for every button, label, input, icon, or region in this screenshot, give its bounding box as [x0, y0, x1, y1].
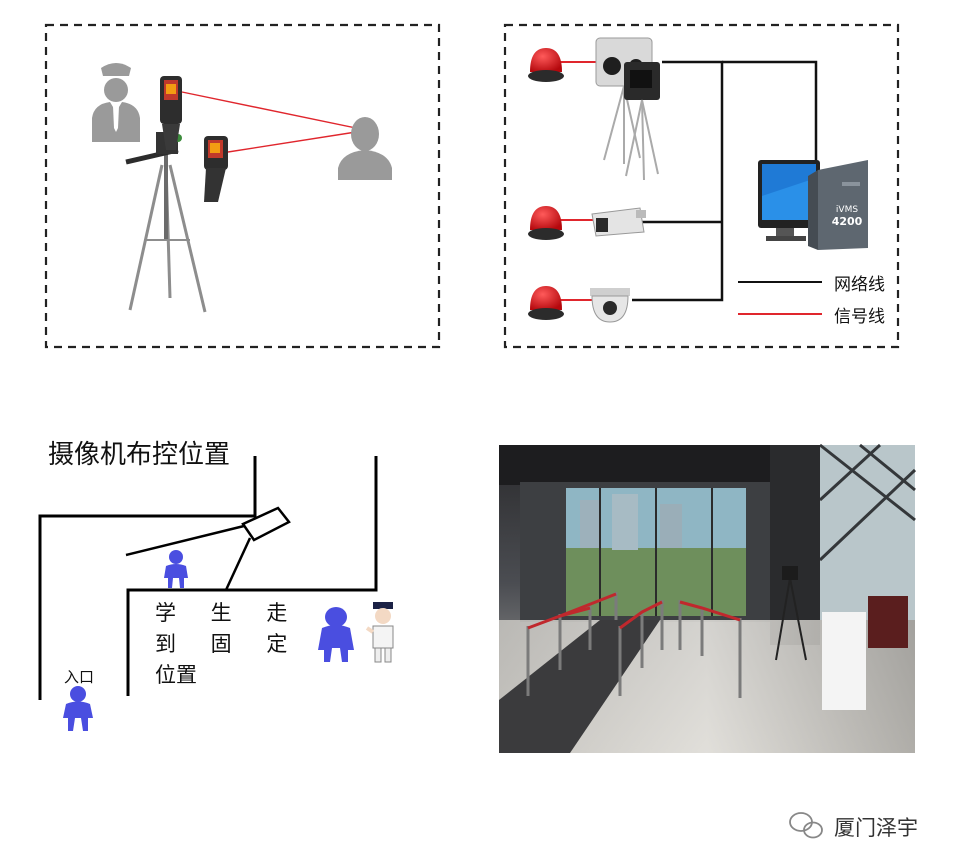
signal-wiring: [560, 62, 598, 300]
camera-view-line-1: [126, 526, 244, 555]
guard-icon: [92, 63, 140, 142]
student-instruction-line2: 到 固 定: [155, 629, 301, 660]
panel-system-topology: [505, 25, 898, 347]
legend-network-label: 网络线: [834, 270, 885, 295]
measure-ray-1: [182, 92, 356, 128]
entrance-label: 入口: [64, 666, 94, 687]
measure-ray-2: [228, 132, 356, 152]
student-figure-icon: [318, 607, 354, 662]
security-guard-icon: [367, 602, 393, 662]
blackbody-calibrator-icon: [624, 62, 660, 180]
wall-outer: [40, 456, 255, 700]
handheld-thermal-camera-icon: [204, 136, 228, 202]
camera-view-line-2: [226, 538, 250, 590]
dome-camera-icon: [590, 288, 630, 322]
alarm-light-icon: [528, 48, 564, 82]
pc-model-label: 4200: [826, 215, 868, 228]
pc-brand-label: iVMS: [826, 205, 868, 215]
alarm-light-icon: [528, 286, 564, 320]
student-instruction-line1: 学 生 走: [155, 598, 301, 629]
camera-symbol: [243, 508, 289, 540]
tripod-icon: [126, 132, 205, 312]
student-figure-icon: [164, 550, 188, 588]
panel-floor-plan: [40, 456, 376, 700]
bullet-camera-icon: [592, 208, 646, 236]
wechat-logo-icon: [790, 813, 822, 838]
watermark-text: 厦门泽宇: [834, 812, 918, 842]
entrance-figure-icon: [63, 686, 93, 731]
entrance-photo: [499, 445, 915, 753]
alarm-light-icon: [528, 206, 564, 240]
legend-signal-label: 信号线: [834, 302, 885, 327]
floor-plan-title: 摄像机布控位置: [48, 434, 230, 471]
panel-handheld-measurement: [46, 25, 439, 347]
student-instruction-line3: 位置: [155, 660, 197, 691]
